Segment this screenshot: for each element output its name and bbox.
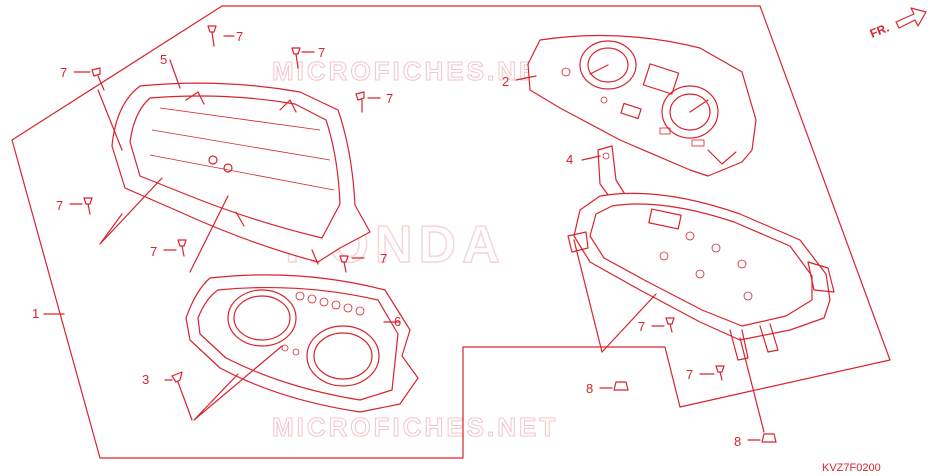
callout-7-left: 7	[56, 198, 63, 213]
callout-5: 5	[160, 52, 167, 67]
callout-7-top: 7	[236, 29, 243, 44]
meter-cover-part-5	[111, 82, 371, 265]
callout-7-case-right: 7	[686, 367, 693, 382]
callout-4: 4	[566, 152, 573, 167]
callout-7-right: 7	[386, 91, 393, 106]
diagram-code: KVZ7F0200	[822, 462, 881, 474]
callout-1: 1	[32, 306, 39, 321]
assembly-outline	[11, 5, 891, 459]
watermark-bottom: MICROFICHES.NET	[272, 412, 558, 442]
callout-7-upper-right: 7	[318, 45, 325, 60]
watermark-top: MICROFICHES.NET	[272, 56, 558, 86]
callout-labels: 1 2 3 4 5 6 7 7 7 7 7 7 7 7 7 8 8	[32, 29, 741, 449]
leader-lines	[43, 35, 765, 441]
callout-7-case-left: 7	[638, 319, 645, 334]
callout-2: 2	[502, 74, 509, 89]
front-direction-label: FR.	[868, 21, 891, 41]
callout-7-lower-center: 7	[380, 251, 387, 266]
callout-8-right: 8	[734, 434, 741, 449]
callout-8-left: 8	[586, 381, 593, 396]
front-direction-marker: FR.	[868, 7, 927, 41]
callout-7-lower-left: 7	[150, 244, 157, 259]
screw-icons	[83, 25, 777, 443]
callout-3: 3	[142, 372, 149, 387]
bracket-part-4	[597, 145, 627, 201]
callout-6: 6	[394, 314, 401, 329]
front-arrow-icon	[895, 7, 927, 29]
meter-case	[567, 192, 835, 361]
speedometer-face-part-2	[527, 34, 757, 177]
callout-7-upper-left: 7	[60, 65, 67, 80]
